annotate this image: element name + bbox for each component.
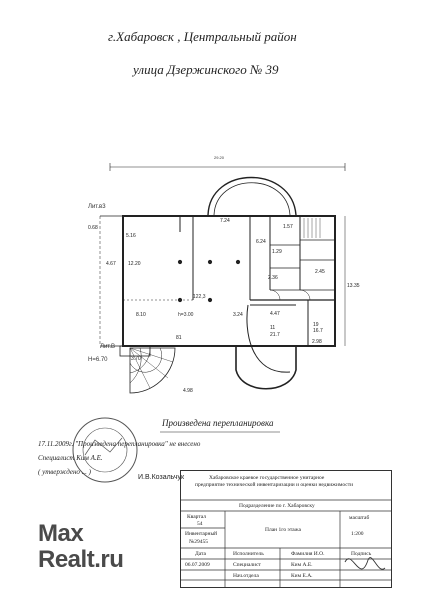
dim-label: 7.24	[220, 218, 230, 224]
dim-label: 12.20	[128, 261, 141, 267]
department: Подразделение по г. Хабаровску	[239, 503, 315, 509]
col-date: Дата	[195, 551, 206, 557]
org-line-1: Хабаровское краевое государственное унит…	[209, 475, 325, 481]
room-number: 19	[313, 322, 319, 328]
stamp-note-2: Специалист Ким А.Е.	[38, 454, 103, 462]
area-main: 122,3	[193, 294, 206, 300]
org-line-2: предприятие технической инвентаризации и…	[195, 482, 354, 488]
dim-label: 1.57	[283, 224, 293, 230]
signature-name: И.В.Козальчук	[138, 474, 185, 481]
room-area: 16.7	[313, 328, 323, 334]
kvartal-label: Квартал	[187, 514, 207, 520]
room-area: 21.7	[270, 332, 280, 338]
dim-label: 6.24	[256, 239, 266, 245]
kvartal-value: 54	[197, 521, 203, 527]
col-sign: Подпись	[351, 551, 372, 557]
title-block-grid	[180, 499, 392, 588]
dim-label: 2.45	[315, 269, 325, 275]
address-city: г.Хабаровск , Центральный район	[108, 29, 297, 44]
address-street: улица Дзержинского № 39	[133, 62, 279, 77]
height-mark: H=6.70	[88, 357, 108, 363]
watermark-line-1: Max	[38, 520, 84, 547]
inventory-value: №29455	[189, 539, 208, 545]
scale-value: 1:200	[351, 531, 364, 537]
col-name: Фамилия И.О.	[291, 551, 325, 557]
dim-label: 4.98	[183, 388, 193, 394]
official-seal	[72, 417, 138, 483]
lit-top-label: Лит.в3	[88, 204, 106, 210]
ceiling-height: h=3.00	[178, 312, 194, 318]
row2-role: Нач.отдела	[233, 573, 259, 579]
stamp-note-1: 17.11.2009г. "Произведена перепланировка…	[38, 440, 201, 448]
dim-label: 13.35	[347, 283, 360, 289]
dim-label: 2.98	[312, 339, 322, 345]
signature-mark	[344, 557, 386, 570]
stamp-note-3: ( утверждено ... )	[38, 468, 92, 476]
plan-title: План 1го этажа	[265, 527, 301, 533]
dim-label: 2.36	[268, 275, 278, 281]
dim-label: 3.70	[131, 356, 141, 362]
scale-label: масштаб	[349, 515, 370, 521]
dim-label: 8.10	[136, 312, 146, 318]
row1-role: Специалист	[233, 562, 261, 568]
inventory-label: Инвентарный	[185, 531, 218, 537]
lit-bottom-label: Лит.В	[100, 344, 116, 350]
watermark-line-2: Realt.ru	[38, 546, 124, 573]
dim-label: 81	[176, 335, 182, 341]
dim-label: 4.67	[106, 261, 116, 267]
dim-label: 3.24	[233, 312, 243, 318]
row1-date: 06.07.2009	[185, 562, 210, 568]
dim-overall: 29.20	[214, 155, 225, 160]
row2-name: Ким Е.А.	[291, 573, 313, 579]
replan-note: Произведена перепланировка	[162, 418, 274, 428]
title-block: Хабаровское краевое государственное унит…	[180, 470, 392, 588]
row1-name: Ким А.Е.	[291, 562, 313, 568]
dim-label: 1.29	[272, 249, 282, 255]
dim-label: 4.47	[270, 311, 280, 317]
dim-label: 0.68	[88, 225, 98, 231]
room-number: 11	[270, 325, 276, 331]
dim-label: 5.16	[126, 233, 136, 239]
col-executor: Исполнитель	[233, 551, 264, 557]
